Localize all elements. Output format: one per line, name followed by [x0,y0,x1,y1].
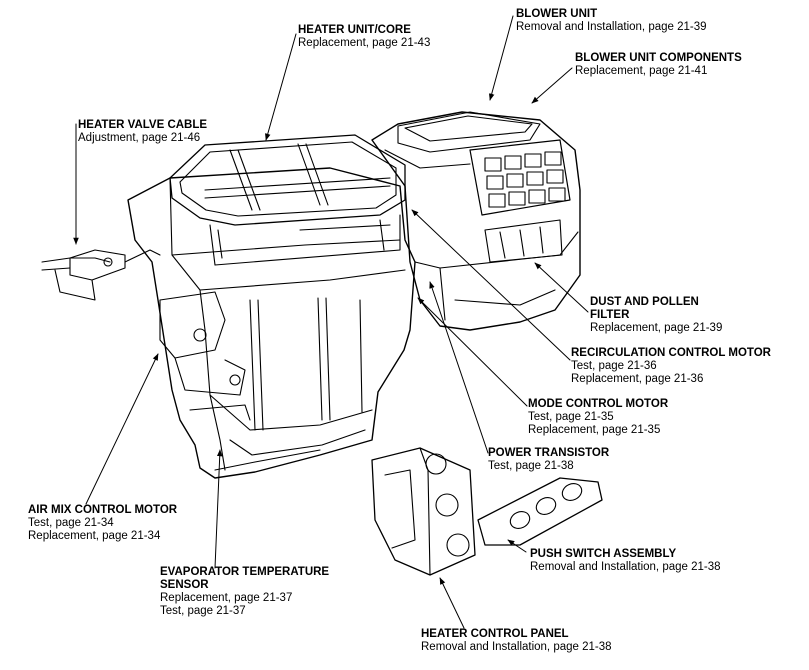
callout-title: POWER TRANSISTOR [488,447,610,459]
callout-detail: Test, page 21-38 [488,460,574,472]
callout-title: AIR MIX CONTROL MOTOR [28,504,178,516]
leader-heater-control-panel [439,577,465,629]
callout-title: HEATER UNIT/CORE [298,24,411,36]
callout-detail: Removal and Installation, page 21-39 [516,21,707,33]
callout-air-mix-control-motor: AIR MIX CONTROL MOTOR Test, page 21-34 R… [28,504,177,543]
leader-mode-control-motor [417,297,528,407]
callout-detail: Replacement, page 21-43 [298,37,431,49]
callout-title: EVAPORATOR TEMPERATURE [160,566,330,578]
blower-grille [484,151,566,208]
callout-detail: Replacement, page 21-36 [571,373,704,385]
callout-title: DUST AND POLLEN [590,296,699,308]
leader-dust-pollen-filter [534,262,589,313]
callout-title: FILTER [590,309,630,321]
callout-detail: Removal and Installation, page 21-38 [530,561,721,573]
callout-heater-unit-core: HEATER UNIT/CORE Replacement, page 21-43 [298,24,430,50]
callout-title: HEATER CONTROL PANEL [421,628,569,640]
callout-title: HEATER VALVE CABLE [78,119,208,131]
leader-recirculation-motor [411,209,571,361]
callout-title: RECIRCULATION CONTROL MOTOR [571,347,771,359]
callout-title: MODE CONTROL MOTOR [528,398,669,410]
push-switch-assembly [477,477,603,546]
leader-blower-unit-components [531,67,573,104]
callout-detail: Test, page 21-35 [528,411,614,423]
callout-detail: Replacement, page 21-34 [28,530,161,542]
callout-title: SENSOR [160,579,209,591]
callout-push-switch-assembly: PUSH SWITCH ASSEMBLY Removal and Install… [530,548,721,574]
leader-power-transistor [429,281,489,454]
callout-title: BLOWER UNIT [516,8,598,20]
callout-detail: Test, page 21-34 [28,517,114,529]
blower-unit [371,111,581,331]
callout-detail: Replacement, page 21-41 [575,65,708,77]
callout-detail: Adjustment, page 21-46 [78,132,201,144]
callout-blower-unit-components: BLOWER UNIT COMPONENTS Replacement, page… [575,52,742,78]
callout-heater-valve-cable: HEATER VALVE CABLE Adjustment, page 21-4… [78,119,207,145]
heater-housing [127,167,416,479]
heater-core [169,134,406,266]
leader-lines [73,15,589,629]
callout-detail: Removal and Installation, page 21-38 [421,641,612,653]
callout-power-transistor: POWER TRANSISTOR Test, page 21-38 [488,447,609,473]
air-mix-linkage [159,291,251,421]
heater-valve-cable [41,249,161,301]
callout-detail: Replacement, page 21-35 [528,424,661,436]
leader-push-switch [507,539,527,553]
callout-title: BLOWER UNIT COMPONENTS [575,52,742,64]
callout-recirculation-control-motor: RECIRCULATION CONTROL MOTOR Test, page 2… [571,347,771,386]
callout-evaporator-temperature-sensor: EVAPORATOR TEMPERATURE SENSOR Replacemen… [160,566,329,618]
callout-detail: Replacement, page 21-39 [590,322,723,334]
callout-heater-control-panel: HEATER CONTROL PANEL Removal and Install… [421,628,612,654]
leader-heater-unit-core [265,33,297,141]
leader-air-mix-motor [85,353,159,505]
callout-detail: Test, page 21-37 [160,605,246,617]
callout-detail: Replacement, page 21-37 [160,592,293,604]
callout-title: PUSH SWITCH ASSEMBLY [530,548,677,560]
callout-blower-unit: BLOWER UNIT Removal and Installation, pa… [516,8,707,34]
callout-dust-pollen-filter: DUST AND POLLEN FILTER Replacement, page… [590,296,722,335]
leader-blower-unit [488,15,514,101]
heater-control-panel [371,447,476,576]
callout-detail: Test, page 21-36 [571,360,657,372]
callout-mode-control-motor: MODE CONTROL MOTOR Test, page 21-35 Repl… [528,398,668,437]
leader-evaporator-sensor [214,449,223,569]
